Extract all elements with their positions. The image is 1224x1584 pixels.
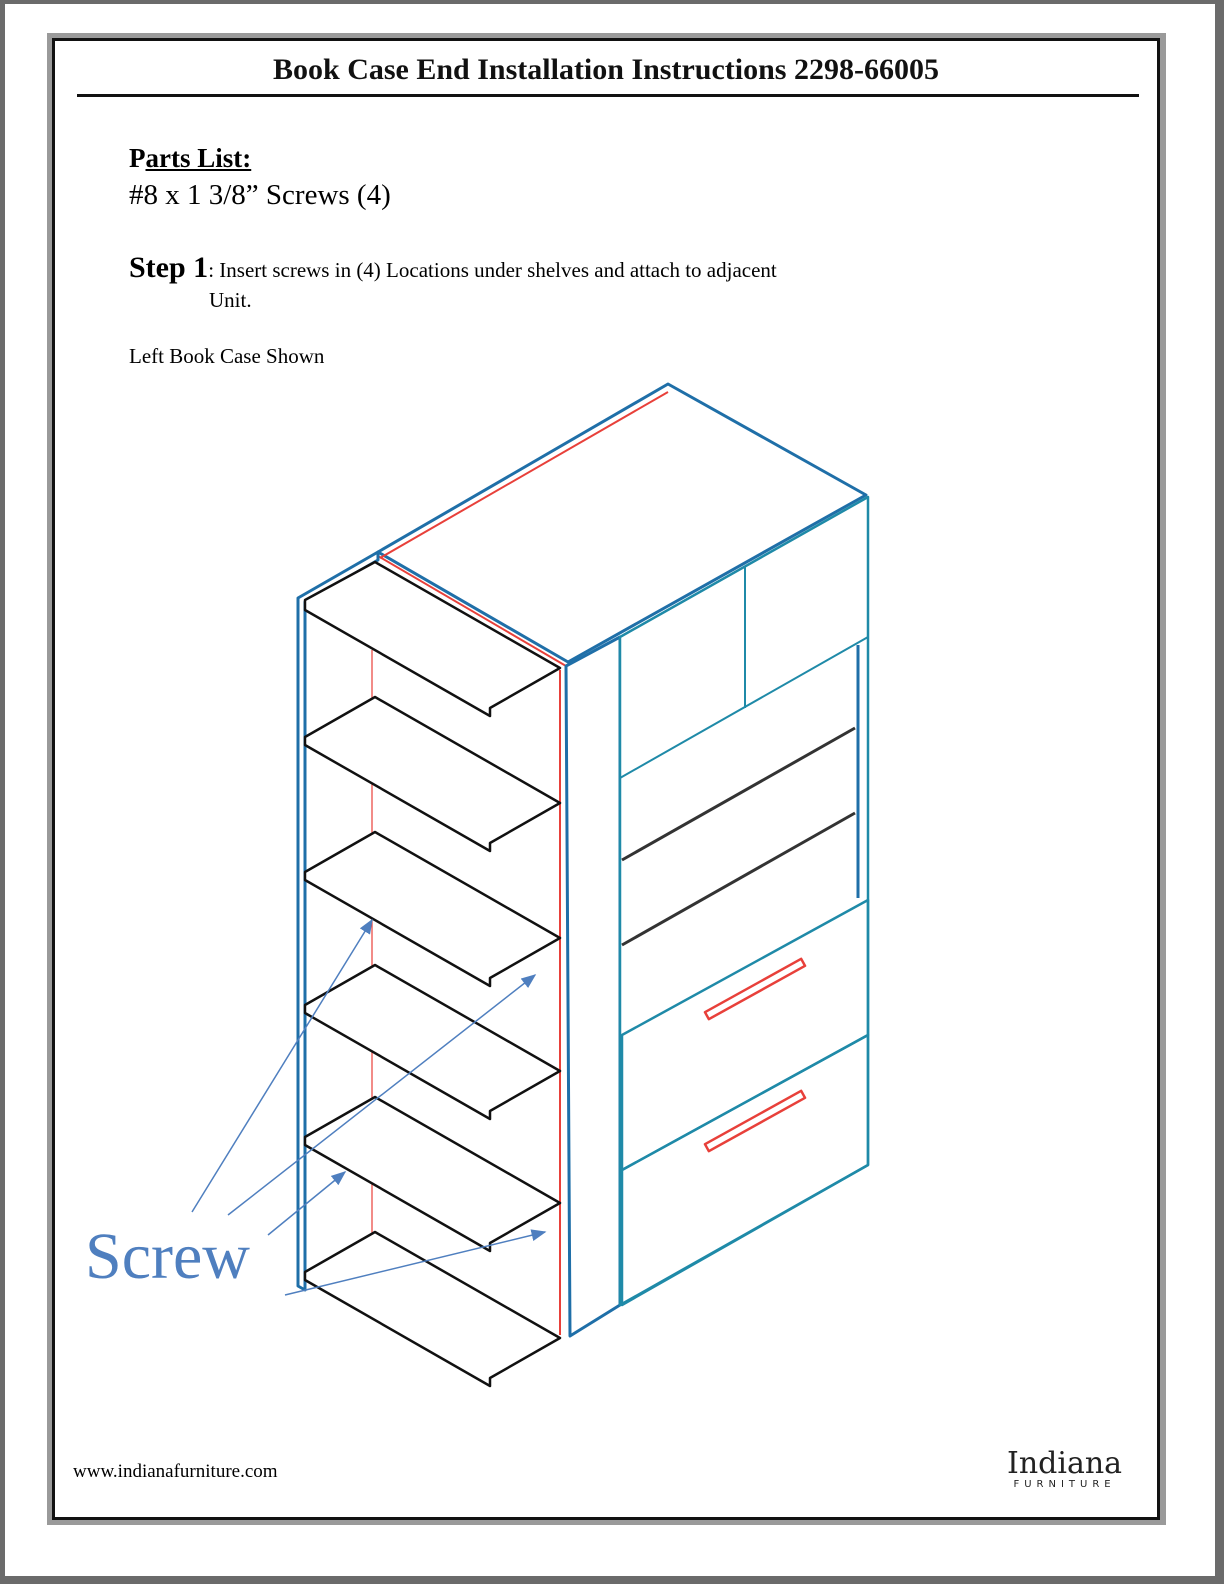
step-1: Step 1: Insert screws in (4) Locations u… xyxy=(129,253,949,315)
step-text-cont: Unit. xyxy=(209,288,252,312)
shelf xyxy=(303,830,562,988)
footer-url[interactable]: www.indianafurniture.com xyxy=(73,1461,278,1482)
shelf xyxy=(303,1230,562,1388)
logo-name: Indiana xyxy=(1007,1446,1123,1481)
parts-list-item: #8 x 1 3/8” Screws (4) xyxy=(129,179,391,211)
drawer-2 xyxy=(620,1033,870,1307)
page-title: Book Case End Installation Instructions … xyxy=(273,53,939,86)
parts-list-heading: Parts List: xyxy=(129,143,251,174)
upper-doors xyxy=(619,496,869,779)
unit-side xyxy=(564,635,622,1338)
arrow-icon xyxy=(227,974,537,1216)
step-text: : Insert screws in (4) Locations under s… xyxy=(208,258,777,282)
bookcase-diagram xyxy=(191,382,870,1388)
arrow-icon xyxy=(284,1229,547,1296)
document-body: Book Case End Installation Instructions … xyxy=(52,38,1160,1520)
top-panel xyxy=(376,382,868,664)
arrow-icon xyxy=(267,1171,347,1236)
shelves xyxy=(303,560,562,1388)
logo-sub: FURNITURE xyxy=(1013,1479,1116,1490)
title-divider xyxy=(77,94,1139,97)
heading-initial: P xyxy=(129,143,146,173)
top-edge-red xyxy=(379,391,669,559)
diagram-caption: Left Book Case Shown xyxy=(129,344,325,368)
screw-arrows xyxy=(191,918,547,1296)
screw-callout: Screw xyxy=(85,1220,250,1293)
drawer-handle-2 xyxy=(703,1089,807,1153)
shelf xyxy=(303,560,562,718)
step-label: Step 1 xyxy=(129,251,209,284)
shelf xyxy=(303,695,562,853)
heading-rest: arts List: xyxy=(145,143,252,173)
drawer-handle-1 xyxy=(703,957,807,1021)
shelf xyxy=(303,1095,562,1253)
shelf xyxy=(303,963,562,1121)
brand-logo: Indiana FURNITURE xyxy=(1007,1446,1123,1491)
arrow-icon xyxy=(191,918,373,1213)
